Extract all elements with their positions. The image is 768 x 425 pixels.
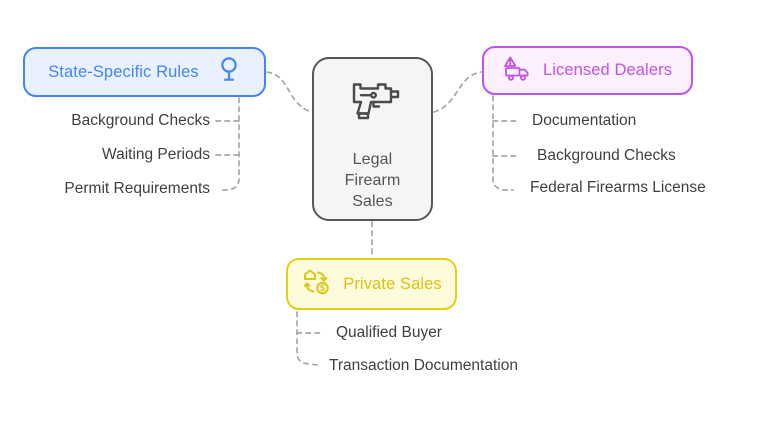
state-item-background-checks: Background Checks [71, 112, 210, 129]
node-legal-firearm-sales: Legal Firearm Sales [312, 57, 433, 221]
spine-private [296, 311, 319, 366]
private-node-label: Private Sales [343, 274, 442, 293]
dealers-item-background-checks: Background Checks [537, 147, 676, 164]
spine-state [218, 97, 240, 191]
state-node-label: State-Specific Rules [48, 62, 199, 81]
house-money-exchange-icon: $ [301, 267, 333, 302]
edge-state-center [266, 71, 312, 113]
edge-center-dealers [433, 71, 482, 113]
pin-icon [217, 56, 241, 88]
dealers-item-documentation: Documentation [532, 112, 637, 129]
center-node-label: Legal Firearm Sales [344, 151, 401, 210]
dealers-node-label: Licensed Dealers [542, 61, 673, 79]
node-licensed-dealers: Licensed Dealers [482, 46, 693, 95]
private-item-transaction-documentation: Transaction Documentation [329, 357, 518, 374]
node-private-sales: $ Private Sales [286, 258, 457, 310]
state-item-waiting-periods: Waiting Periods [102, 146, 210, 163]
warning-delivery-truck-icon [503, 55, 533, 87]
spine-dealers [492, 95, 514, 191]
node-state-specific-rules: State-Specific Rules [23, 47, 266, 97]
private-item-qualified-buyer: Qualified Buyer [336, 324, 442, 341]
dealers-item-federal-firearms-license: Federal Firearms License [530, 179, 706, 196]
svg-text:$: $ [320, 283, 325, 293]
uzi-pistol-icon [344, 76, 402, 127]
state-item-permit-requirements: Permit Requirements [64, 180, 210, 197]
